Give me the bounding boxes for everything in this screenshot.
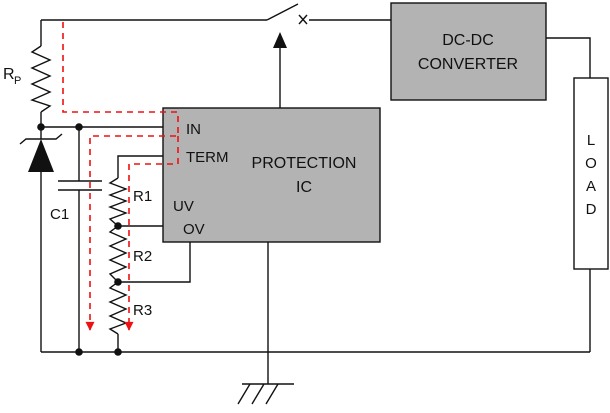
switch-symbol [266, 3, 308, 25]
resistor-r1-symbol [108, 177, 128, 227]
converter-label-line2: CONVERTER [418, 56, 518, 73]
circuit-wires [40, 19, 591, 384]
load-letter-l: L [587, 132, 595, 149]
r1-label: R1 [133, 188, 152, 205]
ground-symbol [237, 383, 294, 405]
c1-label: C1 [50, 206, 69, 223]
resistor-rp-symbol [30, 45, 52, 113]
current-path-dashed [62, 22, 179, 331]
pin-in-label: IN [186, 121, 201, 138]
load-letter-d: D [586, 201, 597, 218]
r2-label: R2 [133, 248, 152, 265]
resistor-r3-symbol [108, 281, 128, 335]
arrow-head-icon [273, 32, 287, 48]
r3-label: R3 [133, 302, 152, 319]
load-block [573, 77, 609, 270]
pin-uv-label: UV [173, 198, 194, 215]
junction-dots [37, 123, 122, 356]
capacitor-c1-symbol [58, 180, 102, 191]
pin-term-label: TERM [186, 149, 229, 166]
rp-subscript: P [14, 75, 21, 87]
pin-ov-label: OV [183, 221, 205, 238]
rp-label: R [3, 66, 15, 83]
dc-dc-converter-block [390, 2, 547, 101]
protection-ic-block [162, 107, 381, 243]
zener-diode-symbol [19, 133, 63, 172]
protection-ic-title-line1: PROTECTION [252, 155, 357, 172]
protection-ic-title-line2: IC [296, 179, 312, 196]
resistor-r2-symbol [108, 225, 128, 283]
converter-label-line1: DC-DC [442, 32, 494, 49]
load-letter-a: A [586, 178, 596, 195]
load-letter-o: O [585, 155, 597, 172]
